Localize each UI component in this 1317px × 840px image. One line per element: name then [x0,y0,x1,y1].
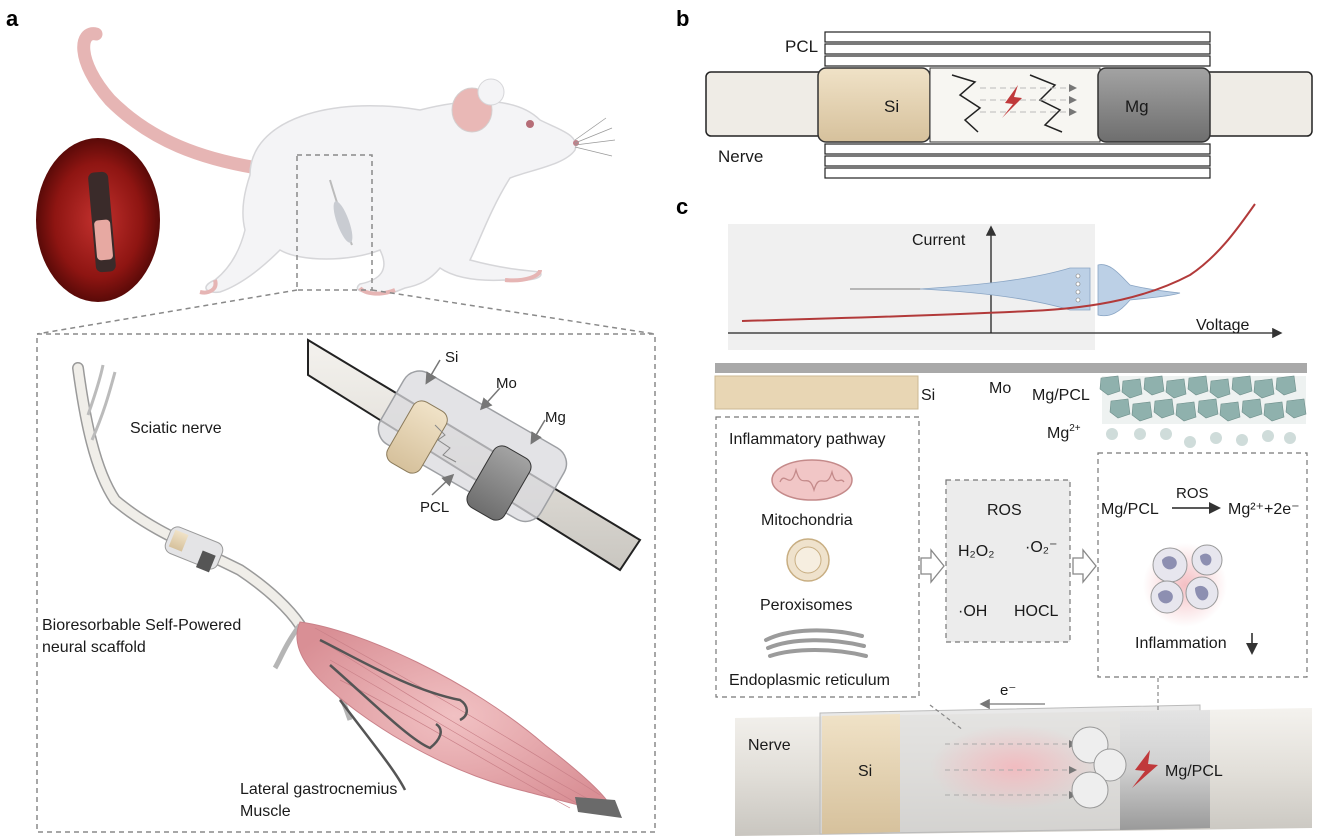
mg-ion-dot [1210,432,1222,444]
mg-particle [1109,398,1131,419]
ros-hocl: HOCL [1014,603,1059,620]
scaffold-detail [307,338,642,572]
si-layer [714,375,919,410]
iv-curve [741,203,1256,322]
label-si-b: Si [884,97,899,116]
mg-ion-dot [1106,428,1118,440]
zoom-box [36,333,656,833]
label-muscle-line1: Lateral gastrocnemius [240,781,397,798]
label-nerve-b: Nerve [718,147,763,166]
pathway-item-peroxisomes: Peroxisomes [760,597,852,614]
label-scaffold-line1: Bioresorbable Self-Powered [42,617,241,634]
panel-b-label: b [676,6,689,31]
pcl-pointer-a [431,473,455,496]
ros-oh: ·OH [958,603,987,620]
mg-ion-dot [1160,428,1172,440]
mg-ion-dot [1184,436,1196,448]
mg-particle [1253,378,1275,399]
ros-box [945,479,1071,643]
mg-particle [1275,375,1297,396]
label-pcl-a: PCL [420,499,449,516]
mg-ion-dot [1262,430,1274,442]
mg-particle [1099,375,1121,396]
bottom-device-render [735,704,1312,836]
mg-particle [1219,401,1241,422]
panel-a-label: a [6,6,19,31]
mg-particle [1231,375,1253,396]
mg-particle [1263,401,1285,422]
hollow-arrow-2 [1072,548,1097,584]
bottom-label-mg-pcl: Mg/PCL [1165,763,1223,780]
pathway-item-er: Endoplasmic reticulum [729,672,890,689]
label-current: Current [912,232,966,249]
zoom-line-right [371,289,656,335]
ros-h2o2: H₂O₂ [958,543,994,560]
label-scaffold-line2: neural scaffold [42,639,146,656]
peroxisome-icon [786,538,830,582]
mg-particle [1131,401,1153,422]
device-cross-section [705,31,1313,179]
si-pointer-a [425,359,441,385]
pathway-title: Inflammatory pathway [729,431,886,448]
mo-pointer-a [479,387,501,411]
reaction-over-arrow: ROS [1176,485,1209,502]
mg-particle [1175,401,1197,422]
mg-particle [1197,398,1219,419]
label-mo-a: Mo [496,375,517,392]
mg-particle [1153,398,1175,419]
mitochondria-icon [771,459,853,501]
label-mg-a: Mg [545,409,566,426]
bottom-label-nerve: Nerve [748,737,791,754]
iv-curve-plot [728,203,1283,350]
mg-particle [1143,375,1165,396]
panel-c-label: c [676,194,688,219]
label-mg-b: Mg [1125,97,1149,116]
reaction-right: Mg²⁺+2e⁻ [1228,501,1300,518]
endoplasmic-reticulum-icon [764,628,868,658]
surgery-photo [36,138,160,302]
label-mg2-ion: Mg2+ [1047,423,1081,442]
mg-particle [1285,398,1307,419]
immune-cells [1143,543,1227,627]
label-voltage: Voltage [1196,317,1249,334]
pathway-item-mitochondria: Mitochondria [761,512,853,529]
mg-particle [1165,378,1187,399]
reaction-left: Mg/PCL [1101,501,1159,518]
ros-o2: ·O₂⁻ [1025,539,1057,556]
muscle-drawing [296,621,622,818]
mg-pcl-tiles [1099,375,1307,424]
mg-particle [1187,375,1209,396]
mg-ion-dot [1284,432,1296,444]
label-muscle-line2: Muscle [240,803,291,820]
mg-ion-dots [1106,428,1296,448]
mg-ion-dot [1134,428,1146,440]
mo-layer [715,363,1307,373]
mg-pointer-a [530,419,546,445]
zoom-line-left [36,289,298,335]
rat-illustration [77,27,616,296]
mg-particle [1209,378,1231,399]
mg-particle [1121,378,1143,399]
label-mg-pcl-layer: Mg/PCL [1032,387,1090,404]
pathway-box [715,416,920,698]
hollow-arrow-1 [920,548,945,584]
label-si-a: Si [445,349,458,366]
ros-title: ROS [987,502,1022,519]
inflammation-label: Inflammation [1135,635,1227,652]
label-si-layer: Si [921,387,935,404]
label-pcl-b: PCL [785,37,818,56]
zoom-region [296,154,373,291]
mg-particle [1241,398,1263,419]
label-mo-layer: Mo [989,380,1011,397]
mg-ion-dot [1236,434,1248,446]
electron-label: e⁻ [1000,682,1016,699]
label-sciatic-nerve: Sciatic nerve [130,420,222,437]
bottom-label-si: Si [858,763,872,780]
sciatic-nerve-drawing [72,362,353,721]
